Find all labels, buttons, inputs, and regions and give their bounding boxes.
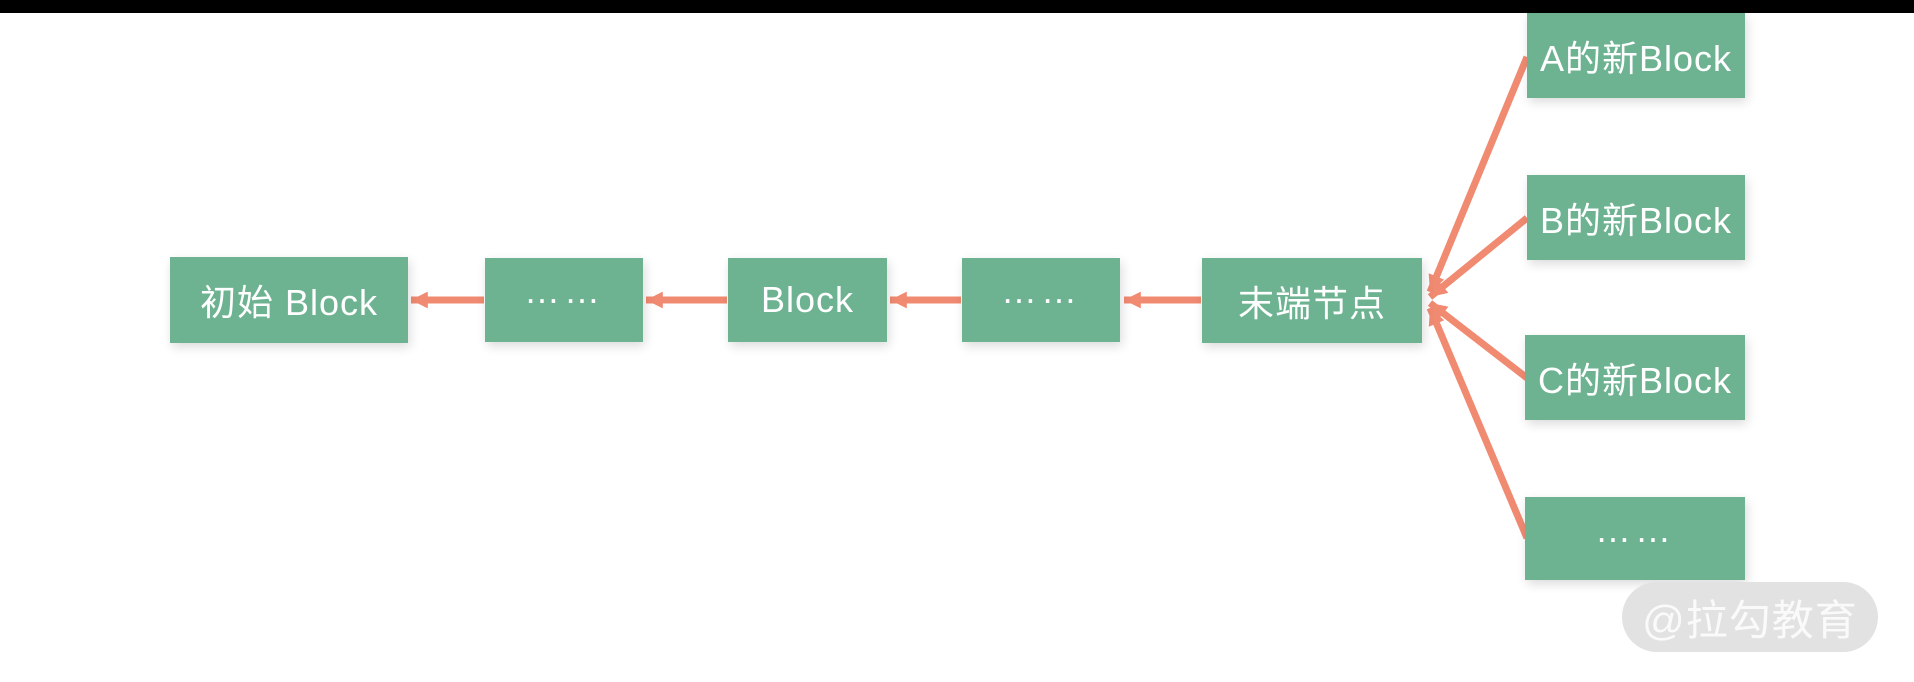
- node-new-block-ellipsis: ……: [1525, 497, 1745, 580]
- arrow-newblock-b-to-terminal: [1427, 215, 1530, 300]
- node-new-block-c: C的新Block: [1525, 335, 1745, 420]
- node-ellipsis-2: ……: [962, 258, 1120, 342]
- watermark-label: @拉勾教育: [1642, 596, 1858, 644]
- arrow-newblock-a-to-terminal: [1426, 55, 1531, 294]
- node-new-block-b: B的新Block: [1527, 175, 1745, 260]
- node-label: Block: [760, 279, 855, 320]
- arrow-newblock-c-to-terminal: [1427, 300, 1530, 381]
- node-label: 初始 Block: [199, 282, 379, 323]
- node-label: B的新Block: [1539, 199, 1733, 241]
- node-block: Block: [728, 258, 887, 342]
- node-genesis-block: 初始 Block: [170, 257, 408, 343]
- node-label: ……: [524, 269, 604, 311]
- top-black-bar: [0, 0, 1914, 13]
- node-new-block-a: A的新Block: [1527, 13, 1745, 98]
- node-label: ……: [1001, 269, 1081, 311]
- node-label: C的新Block: [1537, 359, 1733, 401]
- node-label: ……: [1595, 508, 1675, 550]
- node-terminal: 末端节点: [1202, 258, 1422, 343]
- node-ellipsis-1: ……: [485, 258, 643, 342]
- arrow-newblock-ellipsis-to-terminal: [1426, 306, 1531, 540]
- node-label: 末端节点: [1237, 282, 1386, 324]
- watermark-badge: @拉勾教育: [1622, 582, 1878, 652]
- node-label: A的新Block: [1539, 37, 1733, 79]
